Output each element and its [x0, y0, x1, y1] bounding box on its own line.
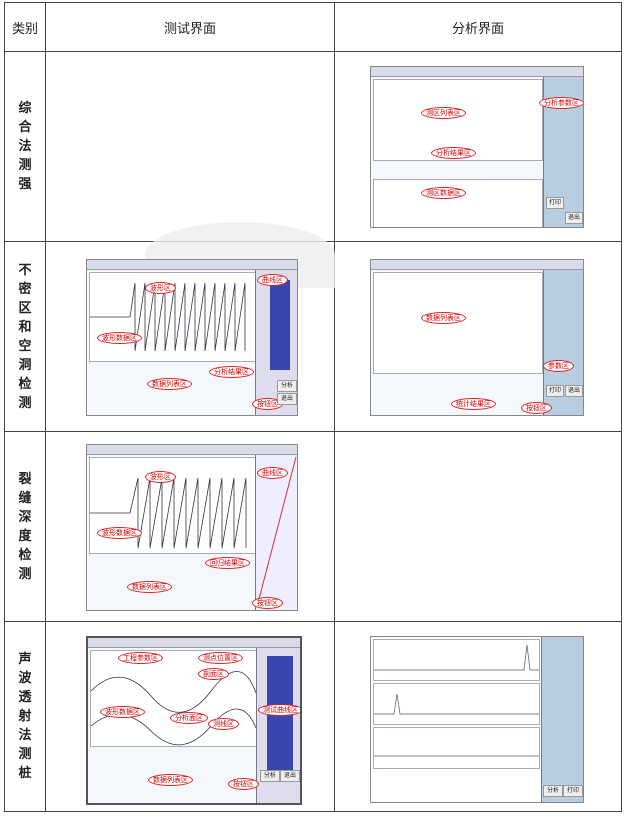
waveform-plot — [90, 282, 246, 352]
category-cell: 不密区和空洞检测 — [4, 241, 46, 432]
header-row: 类别 测试界面 分析界面 — [4, 2, 622, 52]
category-cell: 综合法测强 — [4, 51, 46, 242]
label-test-curve: 测试曲线区 — [258, 704, 300, 716]
label-project-params: 工程参数区 — [118, 652, 163, 664]
label-waveform-area: 波形区 — [145, 471, 176, 483]
test-ui-cell: 波形区 曲线区 波形数据区 分析结果区 数据列表区 按钮区 分析 退出 — [45, 241, 335, 432]
label-button-area: 按钮区 — [252, 597, 283, 609]
table-row: 裂缝深度检测 波形区 曲线区 波形数据区 回归结果区 数据列表区 按钮区 — [4, 431, 622, 622]
test-ui-cell: 波形区 曲线区 波形数据区 回归结果区 数据列表区 按钮区 — [45, 431, 335, 622]
label-params: 参数区 — [543, 360, 574, 372]
label-curve-area: 曲线区 — [257, 274, 288, 286]
exit-button[interactable]: 退出 — [277, 393, 297, 405]
label-data-list: 数据列表区 — [421, 312, 466, 324]
label-analysis-result: 分析结果区 — [209, 366, 254, 378]
table-row: 不密区和空洞检测 波形区 曲线区 波形数据区 分析结果区 数据列表区 按钮区 分… — [4, 241, 622, 432]
print-button[interactable]: 打印 — [563, 785, 583, 797]
label-waveform-data: 波形数据区 — [97, 527, 142, 539]
label-survey-line: 测线区 — [208, 718, 239, 730]
print-button[interactable]: 打印 — [546, 197, 564, 209]
header-category: 类别 — [4, 2, 46, 52]
label-curve-area: 曲线区 — [257, 467, 288, 479]
exit-button[interactable]: 退出 — [565, 385, 583, 397]
test-ui-cell — [45, 51, 335, 288]
waveform-plot — [90, 671, 257, 746]
analyze-button[interactable]: 分析 — [277, 380, 297, 392]
test-screenshot: 波形区 曲线区 波形数据区 回归结果区 数据列表区 按钮区 — [86, 444, 298, 611]
table-row: 声波透射法测桩 工程参数区 测点位置区 剖面区 波形数据区 分析面区 测 — [4, 621, 622, 812]
label-waveform-area: 波形区 — [145, 282, 176, 294]
waveform-plot — [90, 477, 247, 549]
analysis-ui-cell: 测区列表区 分析参数区 分析结果区 测区数据区 打印 退出 — [334, 51, 622, 242]
label-button-area: 按钮区 — [521, 402, 552, 414]
table-row: 综合法测强 测区列表区 分析参数区 分析结果区 测区数据区 打印 退出 — [4, 51, 622, 288]
label-regression-result: 回归结果区 — [205, 557, 250, 569]
analysis-ui-cell: 分析 打印 — [334, 621, 622, 812]
analysis-ui-cell — [334, 431, 622, 622]
label-statistics-result: 统计结果区 — [451, 398, 496, 410]
label-waveform-data: 波形数据区 — [97, 332, 142, 344]
label-analysis-params: 分析参数区 — [539, 97, 583, 109]
label-button-area: 按钮区 — [228, 778, 259, 790]
header-analysis-ui: 分析界面 — [334, 2, 622, 52]
label-waveform-data: 波形数据区 — [100, 706, 145, 718]
profile-curve-1 — [374, 644, 539, 671]
print-button[interactable]: 打印 — [546, 385, 564, 397]
analysis-screenshot: 分析 打印 — [370, 636, 584, 803]
exit-button[interactable]: 退出 — [565, 212, 583, 224]
category-cell: 裂缝深度检测 — [4, 431, 46, 622]
label-data-list: 数据列表区 — [127, 581, 172, 593]
profile-curve-2 — [374, 693, 539, 715]
category-cell: 声波透射法测桩 — [4, 621, 46, 812]
label-data-list: 数据列表区 — [147, 378, 192, 390]
test-screenshot: 波形区 曲线区 波形数据区 分析结果区 数据列表区 按钮区 分析 退出 — [86, 259, 298, 416]
test-ui-cell: 工程参数区 测点位置区 剖面区 波形数据区 分析面区 测线区 测试曲线区 数据列… — [45, 621, 335, 812]
comparison-table: 类别 测试界面 分析界面 综合法测强 测区列表区 分析参数区 分析结果区 测区数… — [4, 2, 622, 812]
label-analysis-plane: 分析面区 — [170, 712, 208, 724]
label-measure-point-position: 测点位置区 — [198, 652, 243, 664]
analysis-ui-cell: 数据列表区 参数区 统计结果区 按钮区 打印 退出 — [334, 241, 622, 432]
analysis-screenshot: 测区列表区 分析参数区 分析结果区 测区数据区 打印 退出 — [370, 66, 584, 228]
label-measure-zone-data: 测区数据区 — [421, 187, 466, 199]
label-profile-area: 剖面区 — [198, 668, 229, 680]
header-test-ui: 测试界面 — [45, 2, 335, 52]
label-data-list: 数据列表区 — [148, 774, 193, 786]
curve-plot — [257, 456, 297, 604]
profile-curve-3 — [374, 755, 539, 757]
test-screenshot: 工程参数区 测点位置区 剖面区 波形数据区 分析面区 测线区 测试曲线区 数据列… — [86, 636, 302, 805]
analyze-button[interactable]: 分析 — [260, 770, 280, 782]
exit-button[interactable]: 退出 — [280, 770, 300, 782]
analyze-button[interactable]: 分析 — [543, 785, 563, 797]
analysis-screenshot: 数据列表区 参数区 统计结果区 按钮区 打印 退出 — [370, 259, 584, 416]
label-analysis-result: 分析结果区 — [431, 147, 476, 159]
label-measure-zone-list: 测区列表区 — [421, 107, 466, 119]
